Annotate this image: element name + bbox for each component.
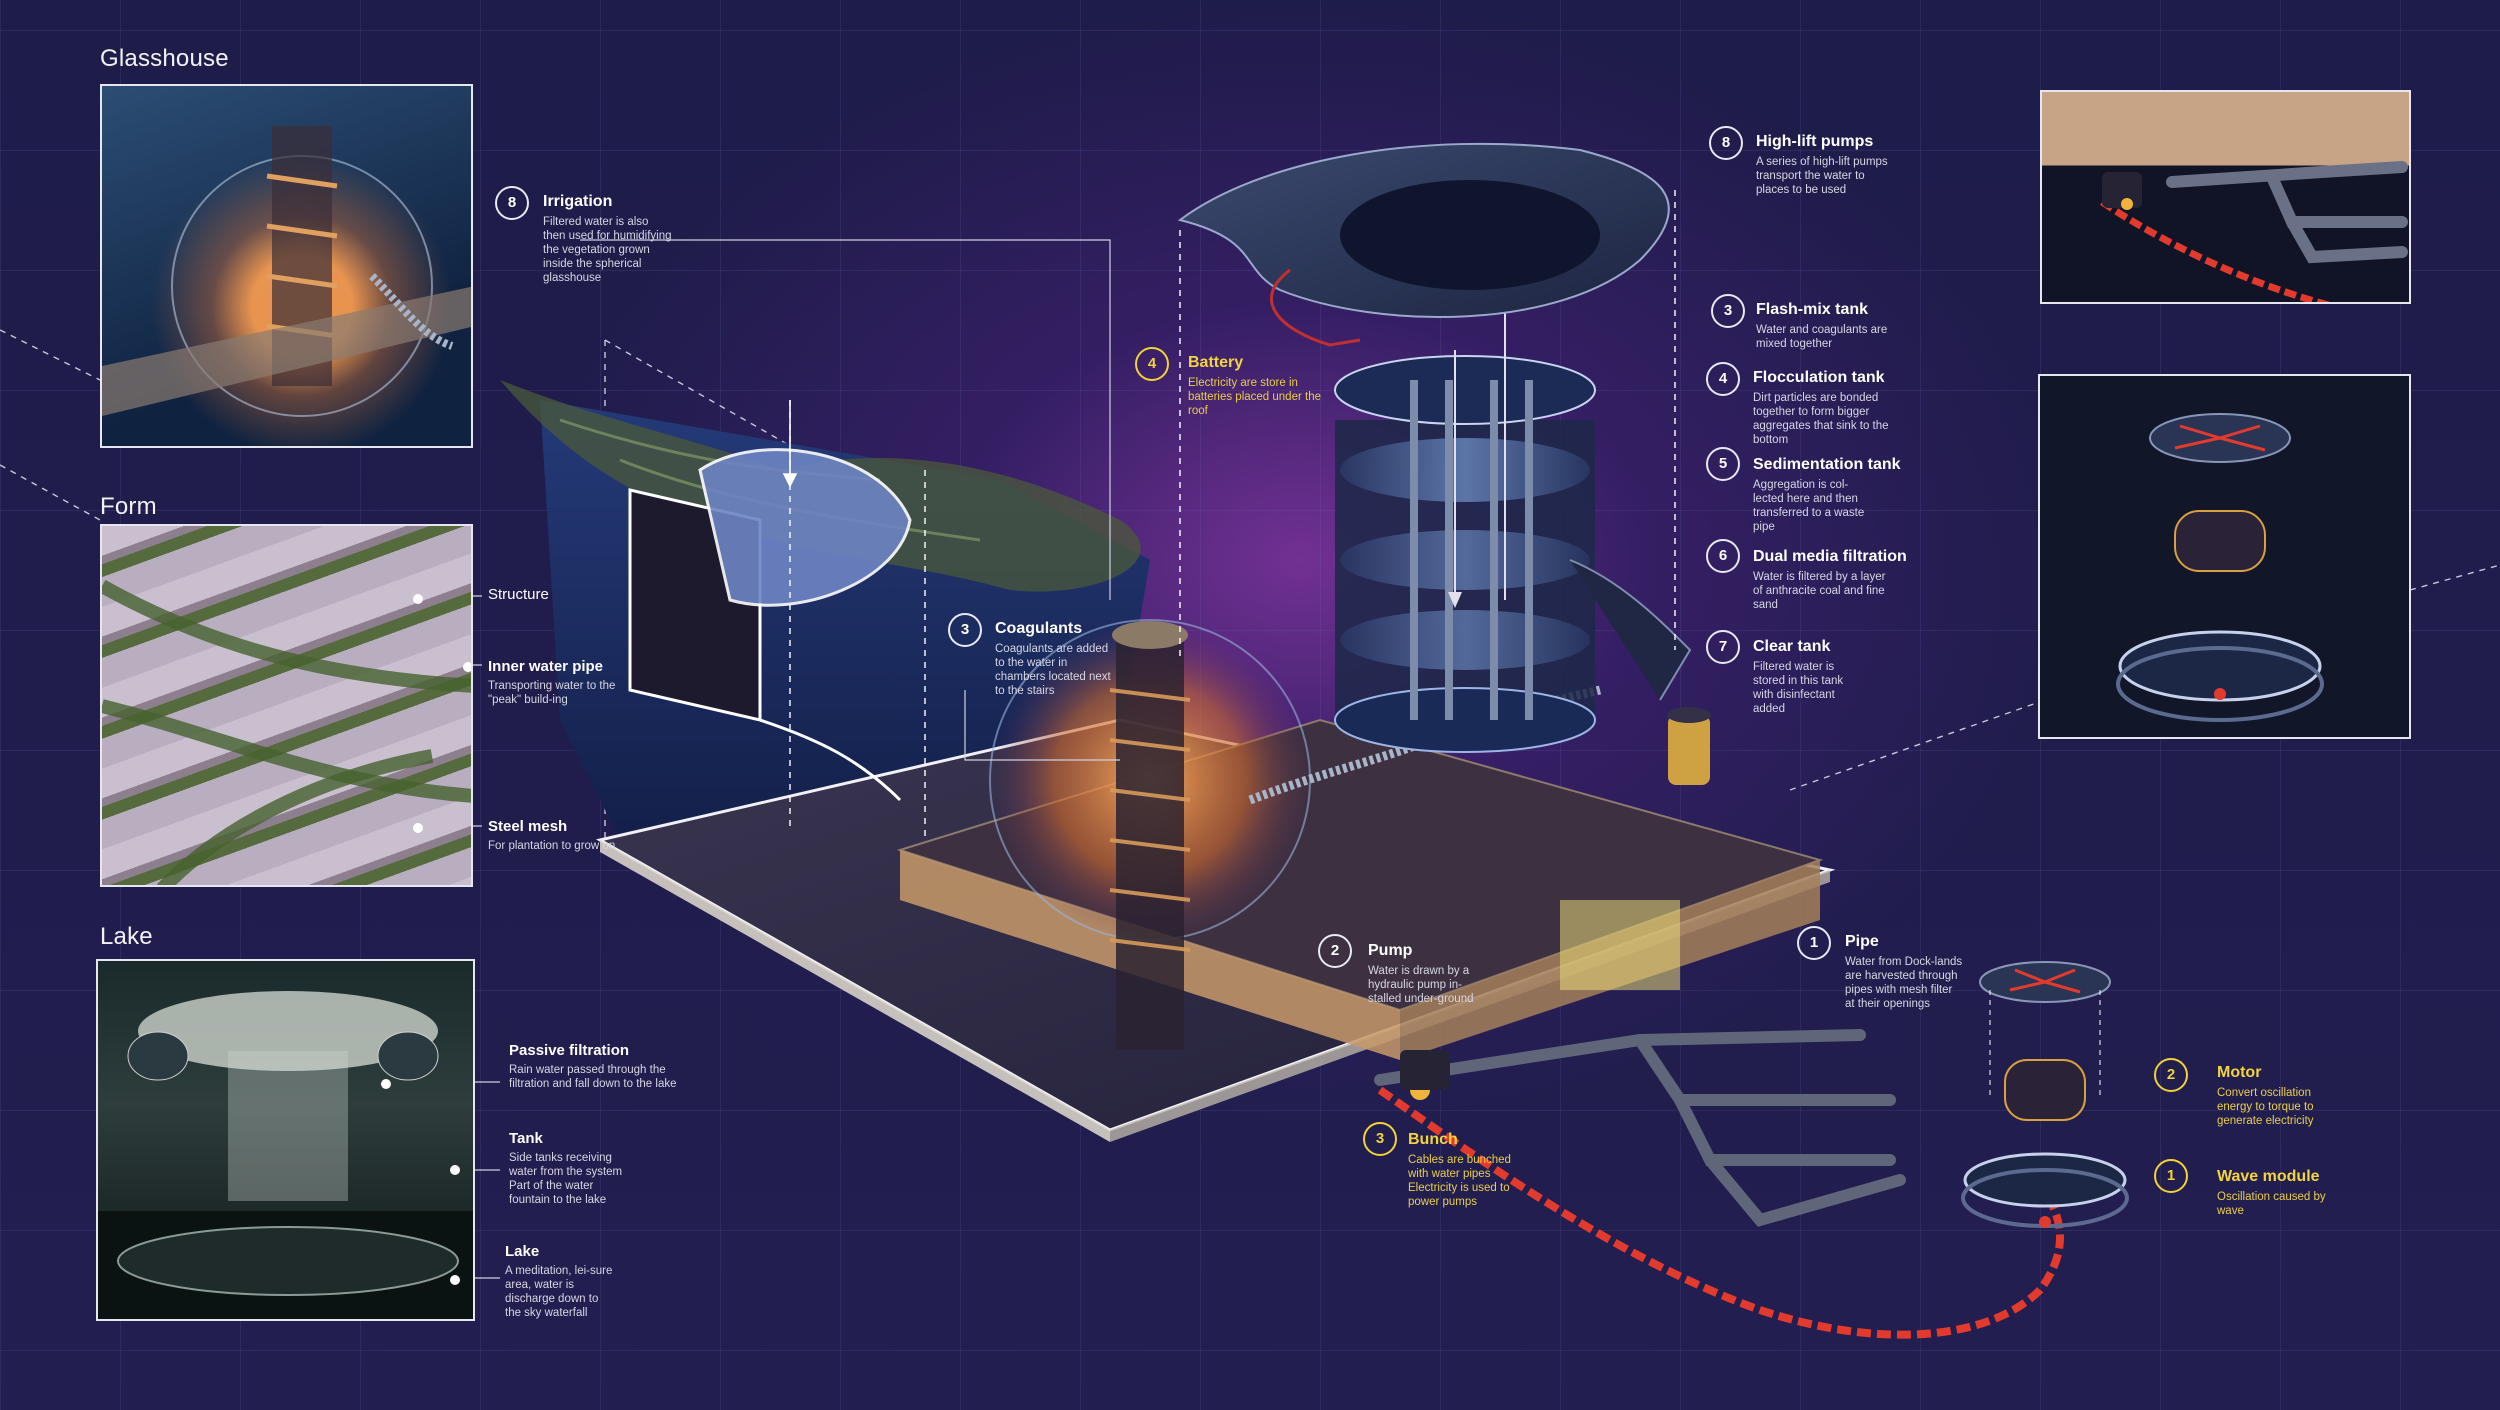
label-lake: Lake A meditation, lei-sure area, water …: [505, 1243, 615, 1320]
callout-flash-mix-number: 3: [1711, 294, 1745, 328]
callout-irrigation-number: 8: [495, 186, 529, 220]
callout-pipe-desc: Water from Dock-lands are harvested thro…: [1845, 956, 1963, 1010]
callout-flash-mix-title: Flash-mix tank: [1756, 301, 1869, 318]
callout-bunch-desc: Cables are bunched with water pipes Elec…: [1408, 1154, 1511, 1208]
callout-pipe-number: 1: [1797, 926, 1831, 960]
callout-coagulants-title: Coagulants: [995, 620, 1083, 637]
callout-flash-mix: Flash-mix tank Water and coagulants are …: [1756, 301, 1906, 351]
callout-battery: Battery Electricity are store in batteri…: [1188, 354, 1328, 418]
callout-pipe: Pipe Water from Dock-lands are harvested…: [1845, 933, 1965, 1011]
callout-battery-title: Battery: [1188, 354, 1244, 371]
callout-high-lift-number: 8: [1709, 126, 1743, 160]
callout-motor: Motor Convert oscillation energy to torq…: [2217, 1064, 2337, 1128]
callout-clear-tank-desc: Filtered water is stored in this tank wi…: [1753, 661, 1844, 715]
label-tank-desc: Side tanks receiving water from the syst…: [509, 1152, 623, 1206]
callout-coagulants-desc: Coagulants are added to the water in cha…: [995, 643, 1111, 697]
lake-inset: [96, 959, 475, 1321]
section-title-lake: Lake: [100, 923, 153, 950]
label-lake-title: Lake: [505, 1243, 540, 1260]
callout-wave-module-desc: Oscillation caused by wave: [2217, 1191, 2326, 1217]
marker-lake: [450, 1275, 460, 1285]
callout-wave-module: Wave module Oscillation caused by wave: [2217, 1168, 2347, 1218]
callout-flash-mix-desc: Water and coagulants are mixed together: [1756, 324, 1888, 350]
callout-high-lift-title: High-lift pumps: [1756, 133, 1874, 150]
motor-detail-inset: [2038, 374, 2411, 739]
callout-flocculation-number: 4: [1706, 362, 1740, 396]
label-structure-title: Structure: [488, 586, 549, 603]
callout-sedimentation-number: 5: [1706, 447, 1740, 481]
callout-coagulants: Coagulants Coagulants are added to the w…: [995, 620, 1120, 698]
label-inner-water-pipe: Inner water pipe Transporting water to t…: [488, 658, 618, 707]
section-title-glasshouse: Glasshouse: [100, 45, 229, 72]
intake-pipes: [1374, 1029, 1906, 1227]
marker-steel-mesh: [413, 823, 423, 833]
callout-irrigation-desc: Filtered water is also then used for hum…: [543, 216, 672, 284]
callout-coagulants-number: 3: [948, 613, 982, 647]
pipe-detail-inset: [2040, 90, 2411, 304]
callout-sedimentation: Sedimentation tank Aggregation is col-le…: [1753, 456, 1923, 534]
wave-module-diagram: [1961, 961, 2129, 1228]
callout-pipe-title: Pipe: [1845, 933, 1879, 950]
callout-bunch: Bunch Cables are bunched with water pipe…: [1408, 1131, 1533, 1209]
callout-flocculation-desc: Dirt particles are bonded together to fo…: [1753, 392, 1889, 446]
callout-dual-media-title: Dual media filtration: [1753, 548, 1907, 565]
label-inner-water-pipe-desc: Transporting water to the "peak" build-i…: [488, 680, 616, 706]
label-steel-mesh-title: Steel mesh: [488, 818, 568, 835]
callout-bunch-title: Bunch: [1408, 1131, 1458, 1148]
callout-irrigation-title: Irrigation: [543, 193, 613, 210]
section-title-form: Form: [100, 493, 157, 520]
marker-tank: [450, 1165, 460, 1175]
label-lake-desc: A meditation, lei-sure area, water is di…: [505, 1265, 613, 1319]
callout-high-lift: High-lift pumps A series of high-lift pu…: [1756, 133, 1896, 197]
marker-passive-filtration: [381, 1079, 391, 1089]
callout-pump-title: Pump: [1368, 942, 1413, 959]
callout-motor-desc: Convert oscillation energy to torque to …: [2217, 1087, 2314, 1127]
callout-pump: Pump Water is drawn by a hydraulic pump …: [1368, 942, 1488, 1006]
callout-dual-media-number: 6: [1706, 539, 1740, 573]
callout-motor-number: 2: [2154, 1058, 2188, 1092]
callout-high-lift-desc: A series of high-lift pumps transport th…: [1756, 156, 1888, 196]
treatment-tower: [1334, 214, 1596, 753]
callout-motor-title: Motor: [2217, 1064, 2262, 1081]
callout-pump-number: 2: [1318, 934, 1352, 968]
callout-pump-desc: Water is drawn by a hydraulic pump in-st…: [1368, 965, 1474, 1005]
callout-irrigation: Irrigation Filtered water is also then u…: [543, 193, 673, 285]
label-passive-filtration-title: Passive filtration: [509, 1042, 630, 1059]
label-steel-mesh-desc: For plantation to grow on: [488, 840, 616, 852]
callout-wave-module-number: 1: [2154, 1159, 2188, 1193]
callout-battery-number: 4: [1135, 347, 1169, 381]
label-steel-mesh: Steel mesh For plantation to grow on: [488, 818, 618, 853]
callout-bunch-number: 3: [1363, 1122, 1397, 1156]
callout-clear-tank-number: 7: [1706, 630, 1740, 664]
callout-wave-module-title: Wave module: [2217, 1168, 2320, 1185]
callout-clear-tank-title: Clear tank: [1753, 638, 1831, 655]
callout-dual-media: Dual media filtration Water is filtered …: [1753, 548, 1943, 612]
callout-sedimentation-desc: Aggregation is col-lected here and then …: [1753, 479, 1865, 533]
callout-flocculation: Flocculation tank Dirt particles are bon…: [1753, 369, 1913, 447]
marker-inner-water-pipe: [463, 662, 471, 672]
callout-flocculation-title: Flocculation tank: [1753, 369, 1885, 386]
label-inner-water-pipe-title: Inner water pipe: [488, 658, 604, 675]
callout-sedimentation-title: Sedimentation tank: [1753, 456, 1901, 473]
callout-dual-media-desc: Water is filtered by a layer of anthraci…: [1753, 571, 1886, 611]
glasshouse-inset: [100, 84, 473, 448]
form-inset: [100, 524, 473, 887]
marker-structure: [413, 594, 423, 604]
label-passive-filtration-desc: Rain water passed through the filtration…: [509, 1064, 677, 1090]
label-tank-title: Tank: [509, 1130, 543, 1147]
callout-battery-desc: Electricity are store in batteries place…: [1188, 377, 1321, 417]
power-cable: [1377, 1086, 2064, 1339]
label-passive-filtration: Passive filtration Rain water passed thr…: [509, 1042, 679, 1091]
callout-clear-tank: Clear tank Filtered water is stored in t…: [1753, 638, 1883, 716]
label-tank: Tank Side tanks receiving water from the…: [509, 1130, 629, 1207]
label-structure: Structure: [488, 586, 708, 603]
